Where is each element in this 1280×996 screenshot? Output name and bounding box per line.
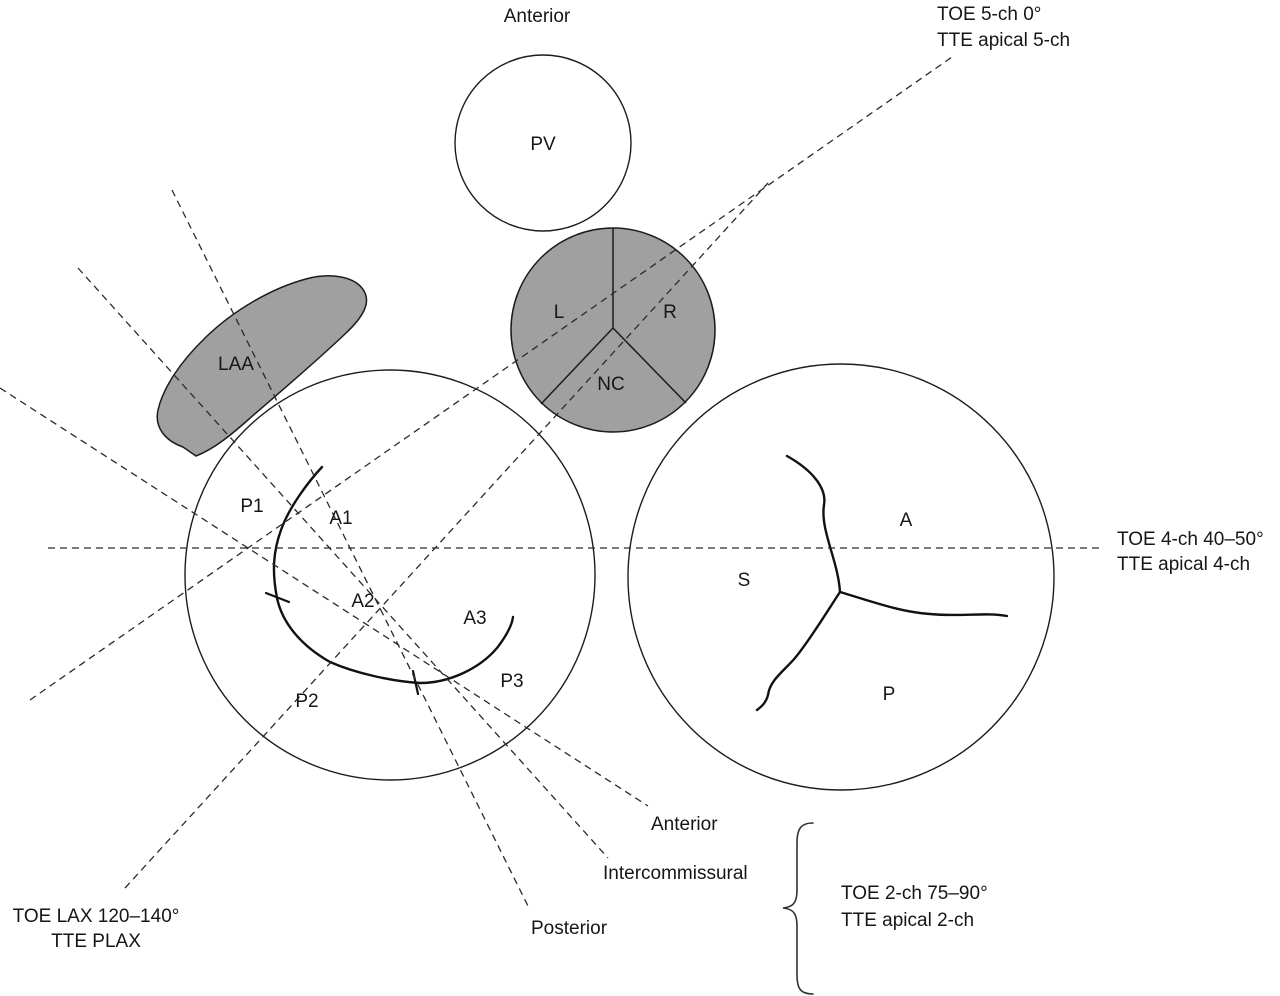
laa-shape [156, 275, 368, 457]
mitral-commissure-tick-bottom [411, 669, 420, 696]
label-aortic-noncoronary-cusp: NC [597, 374, 624, 395]
label-plane-2ch-line1: TOE 2-ch 75–90° [841, 883, 988, 904]
plane-line-lax [124, 182, 769, 889]
label-plane-lax: TOE LAX 120–140° TTE PLAX [13, 906, 180, 952]
label-plane-2ch-line2: TTE apical 2-ch [841, 910, 974, 931]
label-plane-lax-line1: TOE LAX 120–140° [13, 906, 180, 927]
label-plane-5ch-line1: TOE 5-ch 0° [937, 4, 1041, 25]
label-mitral-a3: A3 [463, 608, 486, 629]
label-sweep-intercommissural: Intercommissural [603, 863, 748, 884]
label-mitral-a1: A1 [329, 508, 352, 529]
aortic-valve [510, 227, 716, 433]
label-mitral-p3: P3 [500, 671, 523, 692]
mitral-leaflet-curve [272, 465, 515, 685]
label-anterior-top: Anterior [504, 6, 571, 27]
plane-line-2ch-anterior [0, 387, 649, 807]
pulmonary-valve-circle [454, 54, 632, 232]
plane-line-2ch-intercommissural [77, 267, 609, 859]
tricuspid-branch-down [755, 590, 842, 712]
label-sweep-posterior: Posterior [531, 918, 608, 939]
tricuspid-branch-up [785, 454, 842, 594]
mitral-coaptation-line [264, 465, 515, 696]
label-plane-4ch-line1: TOE 4-ch 40–50° [1117, 529, 1264, 550]
label-mitral-p1: P1 [240, 496, 263, 517]
tricuspid-branch-right [838, 590, 1009, 618]
label-laa: LAA [218, 354, 254, 375]
label-mitral-p2: P2 [295, 691, 318, 712]
label-plane-2ch: TOE 2-ch 75–90° TTE apical 2-ch [841, 883, 988, 931]
label-aortic-left-cusp: L [554, 302, 565, 323]
label-plane-4ch-line2: TTE apical 4-ch [1117, 554, 1250, 575]
label-plane-5ch: TOE 5-ch 0° TTE apical 5-ch [937, 4, 1070, 51]
label-plane-4ch: TOE 4-ch 40–50° TTE apical 4-ch [1117, 529, 1264, 575]
label-mitral-a2: A2 [351, 591, 374, 612]
label-tricuspid-posterior: P [883, 684, 896, 705]
tricuspid-valve-circle [627, 363, 1055, 791]
label-plane-lax-line2: TTE PLAX [51, 931, 141, 952]
label-plane-5ch-line2: TTE apical 5-ch [937, 30, 1070, 51]
label-aortic-right-cusp: R [663, 302, 677, 323]
label-sweep-anterior: Anterior [651, 814, 718, 835]
mitral-valve-circle [184, 369, 596, 781]
plane-line-2ch-posterior [171, 189, 529, 907]
mitral-commissure-tick-left [264, 591, 291, 604]
label-pv: PV [530, 134, 556, 155]
label-tricuspid-septal: S [738, 570, 751, 591]
label-tricuspid-anterior: A [900, 510, 913, 531]
plane-line-5ch [29, 56, 953, 701]
two-chamber-brace [782, 822, 814, 995]
aortic-valve-commissure-lines [540, 228, 687, 405]
tricuspid-coaptation-lines [755, 454, 1009, 712]
